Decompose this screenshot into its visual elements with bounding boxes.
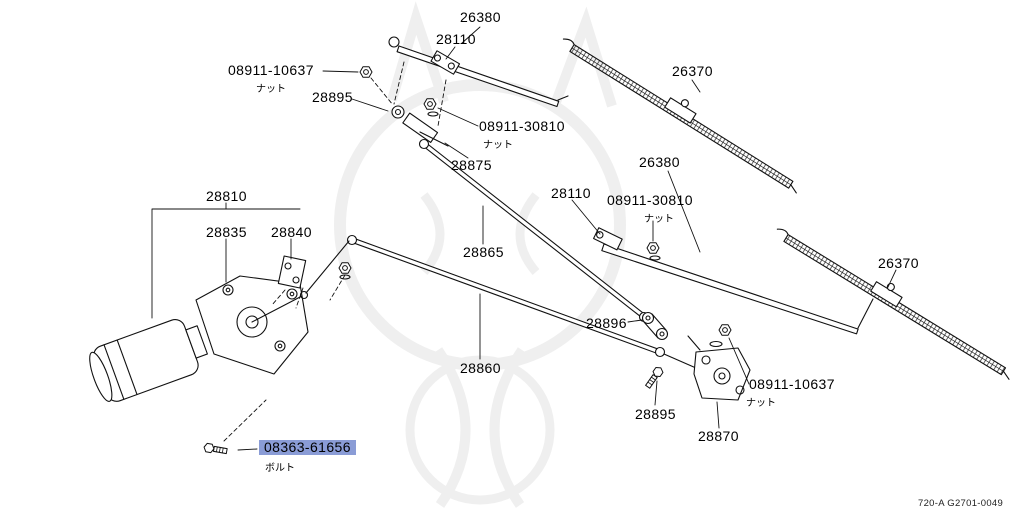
wiper-arm-top — [388, 36, 569, 108]
part-label-nut-10637-top: 08911-10637 — [228, 62, 314, 78]
wiper-arm-mid — [593, 227, 874, 335]
part-label-connecting-link: 28896 — [586, 315, 627, 331]
part-label-arm-top: 26380 — [460, 9, 501, 25]
nut-graphic-arm-mid — [646, 242, 660, 254]
pivot-assembly-top — [391, 105, 449, 147]
part-label-nut-10637-bottom: 08911-10637 — [749, 376, 835, 392]
pivot-assembly-bottom — [687, 335, 751, 401]
link-rod-upper — [418, 138, 650, 323]
part-label-arm-head-top: 28110 — [436, 31, 476, 47]
washer-graphic-arm-mid — [649, 255, 661, 261]
nut-graphic-top — [359, 66, 373, 78]
watermark — [334, 1, 626, 508]
arm-head-mid — [593, 227, 623, 251]
arm-head-top — [430, 50, 461, 75]
nut-annotation-top: ナット — [256, 84, 286, 95]
part-label-blade-top: 26370 — [672, 63, 713, 79]
link-rod-lower — [346, 234, 697, 369]
drawing-number: 720-A G2701-0049 — [918, 498, 1004, 509]
part-label-motor: 28835 — [206, 224, 247, 240]
part-label-pivot-bottom: 28870 — [698, 428, 739, 444]
part-label-nut-30810-top: 08911-30810 — [479, 118, 565, 134]
bolt-graphic-08363 — [202, 442, 229, 456]
part-label-motor-assembly: 28810 — [206, 188, 247, 204]
part-label-pivot-cap-top: 28895 — [312, 89, 353, 105]
nut-annotation-30810-mid: ナット — [644, 214, 674, 225]
part-label-arm-mid: 26380 — [639, 154, 680, 170]
nut-annotation-30810-top: ナット — [483, 140, 513, 151]
wiper-blade-bottom — [776, 228, 1010, 380]
wiper-blade-top — [562, 38, 797, 194]
leader-lines — [151, 26, 897, 451]
projection-lines — [223, 61, 447, 442]
part-label-nut-30810-mid: 08911-30810 — [607, 192, 693, 208]
bolt-annotation: ボルト — [265, 463, 295, 474]
connecting-link — [641, 311, 669, 341]
mount-plate-28840 — [277, 255, 307, 289]
part-label-pivot-bolt-bottom: 28895 — [635, 406, 676, 422]
nut-graphic-plate — [338, 262, 352, 274]
washer-graphic-arm-top — [427, 111, 439, 117]
part-label-blade-bottom: 26370 — [878, 255, 919, 271]
part-label-rod-lower: 28860 — [460, 360, 501, 376]
nut-graphic-arm-top — [423, 98, 437, 110]
nut-annotation-bottom: ナット — [746, 398, 776, 409]
part-label-arm-head-mid: 28110 — [551, 185, 591, 201]
nut-graphic-bottom — [718, 324, 732, 336]
wiper-motor — [89, 240, 350, 402]
bolt-graphic-28895 — [643, 364, 665, 390]
part-label-rod-upper: 28865 — [463, 244, 504, 260]
part-label-bolt-highlighted[interactable]: 08363-61656 — [259, 439, 356, 456]
part-label-pivot-link-top: 28875 — [451, 157, 492, 173]
part-label-mount-plate: 28840 — [271, 224, 312, 240]
